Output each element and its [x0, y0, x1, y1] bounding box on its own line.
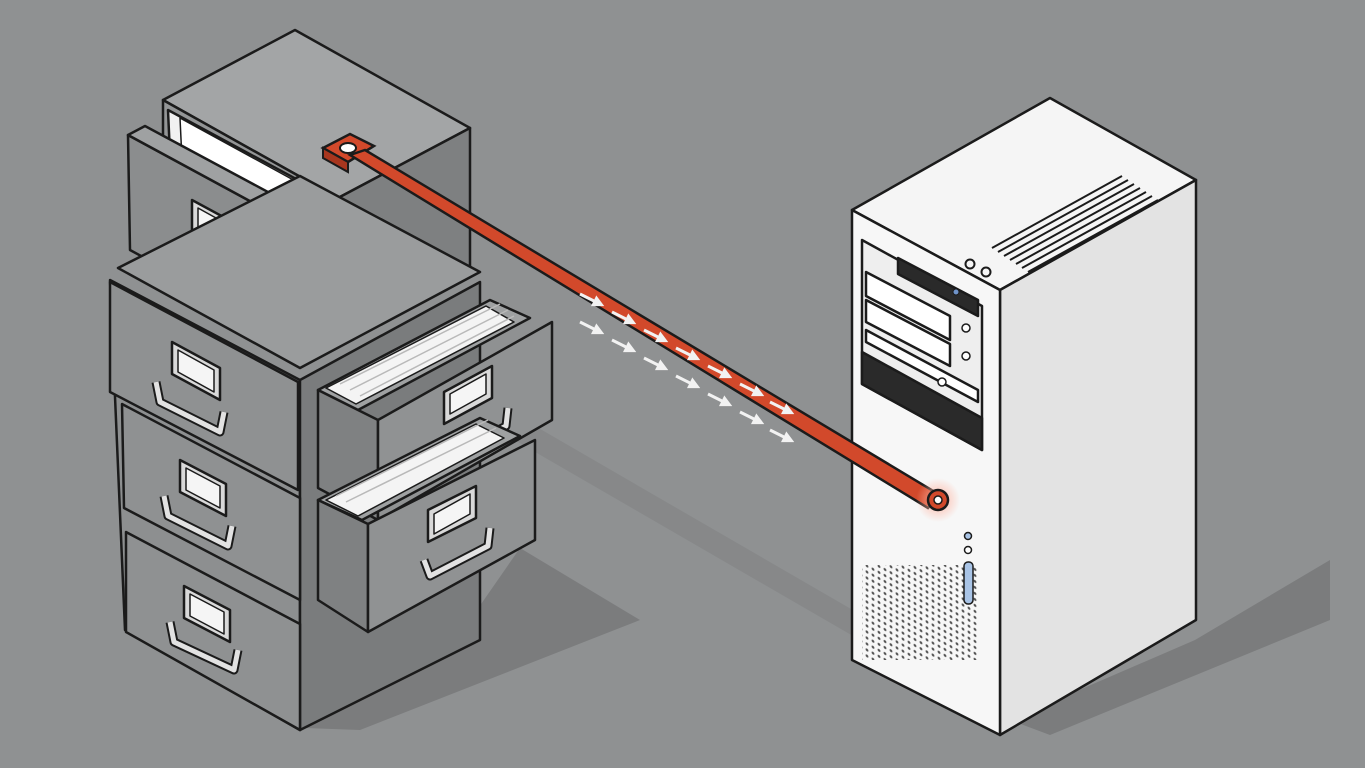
filing-cabinet-icon: [108, 28, 554, 732]
drive-bay-1: [896, 256, 980, 318]
drawer-left-3: [124, 530, 302, 732]
lower-cabinet-top: [116, 174, 482, 370]
arrow-5: [707, 364, 733, 379]
drawer-left-1: [108, 280, 300, 492]
status-light-1: [963, 531, 973, 541]
arrow-10: [643, 356, 669, 371]
arrow-8: [579, 320, 605, 335]
arrow-13: [739, 410, 765, 425]
transfer-arrow-icon: [579, 292, 795, 443]
drawer-left-2: [120, 402, 302, 602]
vent-bay-1: [864, 270, 952, 342]
drawer-right-open-2: [316, 416, 537, 634]
arrow-2: [611, 310, 637, 325]
arrow-12: [707, 392, 733, 407]
arrow-3: [643, 328, 669, 343]
slot-bay: [864, 328, 980, 404]
status-light-2: [963, 545, 973, 555]
dark-bay: [860, 350, 984, 452]
status-light-bar: [963, 561, 974, 605]
top-vents: [991, 175, 1159, 273]
arrow-14: [769, 428, 795, 443]
arrow-11: [675, 374, 701, 389]
arrow-1: [579, 292, 605, 307]
server-shadow: [1010, 560, 1330, 735]
server-tower-icon: [850, 96, 1198, 737]
arrow-7: [769, 400, 795, 415]
arrow-4: [675, 346, 701, 361]
arrow-6: [739, 382, 765, 397]
rack-bays: [860, 238, 984, 452]
front-grille: [862, 565, 977, 660]
vent-bay-2: [864, 298, 952, 368]
arrow-9: [611, 338, 637, 353]
cable-shadow: [480, 400, 870, 640]
